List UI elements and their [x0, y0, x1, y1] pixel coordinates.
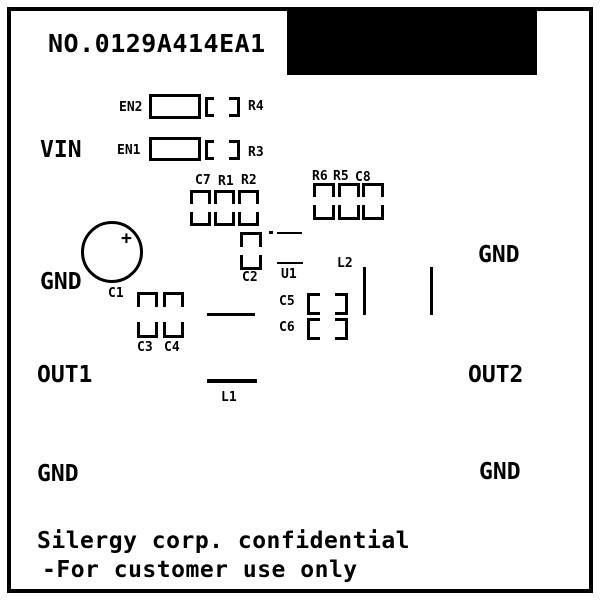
c1-footprint-circle	[81, 221, 143, 283]
en2-footprint	[149, 94, 201, 119]
c1-label: C1	[108, 286, 124, 301]
jumper-line	[207, 313, 255, 316]
r4-pad-right	[229, 97, 240, 117]
gnd-bottom-right-pin-label: GND	[479, 459, 521, 485]
l2-pad-line-right	[430, 267, 433, 315]
c5-pad-left	[307, 293, 320, 315]
r2-label: R2	[241, 173, 257, 188]
gnd-bottom-left-pin-label: GND	[37, 461, 79, 487]
c5-label: C5	[279, 294, 295, 309]
c4-label: C4	[164, 340, 180, 355]
c7-pad-top	[190, 190, 211, 204]
l1-label: L1	[221, 390, 237, 405]
part-number-label: NO.0129A414EA1	[48, 29, 266, 58]
r3-pad-left	[205, 140, 214, 160]
c6-label: C6	[279, 320, 295, 335]
l2-pad-line-left	[363, 267, 366, 315]
c7-label: C7	[195, 173, 211, 188]
c6-pad-left	[307, 318, 320, 340]
gnd-left-pin-label: GND	[40, 269, 82, 295]
c4-pad-bottom	[163, 322, 184, 338]
c8-label: C8	[355, 170, 371, 185]
en1-footprint	[149, 137, 201, 161]
redacted-block	[287, 11, 537, 75]
r1-pad-top	[214, 190, 235, 204]
r5-pad-bottom	[338, 205, 360, 220]
l1-footprint-line	[207, 379, 257, 383]
l2-label: L2	[337, 256, 353, 271]
r2-pad-top	[238, 190, 259, 204]
r4-label: R4	[248, 99, 264, 114]
vin-pin-label: VIN	[40, 137, 82, 163]
c2-pad-bottom	[240, 255, 262, 270]
out2-pin-label: OUT2	[468, 362, 524, 388]
u1-label: U1	[281, 267, 297, 282]
c2-label: C2	[242, 270, 258, 285]
c6-pad-right	[335, 318, 348, 340]
out1-pin-label: OUT1	[37, 362, 93, 388]
footer-confidential-line2: -For customer use only	[42, 557, 358, 583]
r6-pad-top	[313, 183, 335, 197]
r1-pad-bottom	[214, 212, 235, 226]
r5-pad-top	[338, 183, 360, 197]
c4-pad-top	[163, 292, 184, 307]
r3-pad-right	[229, 140, 240, 160]
r4-pad-left	[205, 97, 214, 117]
c3-label: C3	[137, 340, 153, 355]
r5-label: R5	[333, 169, 349, 184]
r6-pad-bottom	[313, 205, 335, 220]
c8-pad-top	[362, 183, 384, 197]
r3-label: R3	[248, 145, 264, 160]
en2-label: EN2	[119, 100, 143, 115]
r2-pad-bottom	[238, 212, 259, 226]
c2-pad-top	[240, 232, 262, 247]
c5-pad-right	[335, 293, 348, 315]
u1-body-line-top	[277, 232, 302, 234]
c7-pad-bottom	[190, 212, 211, 226]
c1-polarity-mark: +	[121, 228, 132, 249]
r6-label: R6	[312, 169, 328, 184]
footer-confidential-line1: Silergy corp. confidential	[37, 528, 411, 554]
c3-pad-bottom	[137, 322, 158, 338]
u1-pin1-dot	[269, 231, 273, 234]
en1-label: EN1	[117, 143, 141, 158]
gnd-right-pin-label: GND	[478, 242, 520, 268]
board-outline	[7, 7, 593, 593]
c8-pad-bottom	[362, 205, 384, 220]
u1-body-line-bottom	[277, 262, 303, 264]
c3-pad-top	[137, 292, 158, 307]
r1-label: R1	[218, 174, 234, 189]
